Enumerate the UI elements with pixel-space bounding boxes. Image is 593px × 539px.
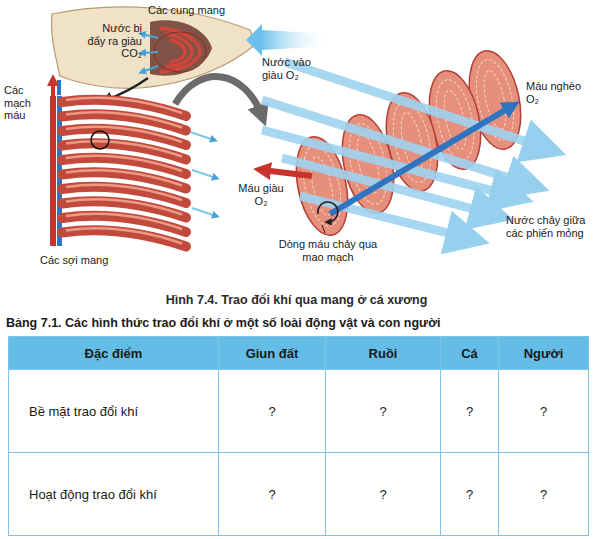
row-heading: Hoạt động trao đổi khí — [29, 487, 157, 502]
table-cell: ? — [498, 452, 589, 536]
column-heading: Giun đất — [246, 346, 299, 361]
table-cell: ? — [325, 452, 441, 536]
table-value: ? — [540, 487, 547, 502]
figure-label: Nước bị đẩy ra giàu CO₂ — [84, 22, 142, 60]
column-heading: Ruồi — [369, 346, 398, 361]
table-value: ? — [379, 487, 386, 502]
table-value: ? — [268, 487, 275, 502]
table-value: ? — [466, 404, 473, 419]
figure-label: Dòng máu chảy qua mao mạch — [272, 238, 384, 263]
table-cell: ? — [440, 369, 499, 453]
zoom-arrow — [175, 77, 262, 116]
table-value: ? — [268, 404, 275, 419]
table-cell: ? — [218, 369, 326, 453]
row-heading: Bề mặt trao đổi khí — [29, 404, 138, 419]
table-header-cell: Giun đất — [218, 336, 326, 370]
figure-label: Máu nghèo O₂ — [526, 80, 590, 105]
figure-label: Các sợi mang — [40, 254, 140, 267]
figure-label: Nước chảy giữa các phiến mỏng — [506, 214, 586, 239]
table-cell: ? — [325, 369, 441, 453]
figure-label: Máu giàu O₂ — [232, 182, 290, 207]
table-header-cell: Người — [498, 336, 589, 370]
table-cell: Bề mặt trao đổi khí — [8, 369, 219, 453]
table-value: ? — [466, 487, 473, 502]
table-cell: ? — [440, 452, 499, 536]
gill-lamellae — [262, 46, 545, 240]
table-value: ? — [379, 404, 386, 419]
figure-caption: Hình 7.4. Trao đổi khí qua mang ở cá xươ… — [0, 293, 593, 307]
table-cell: Hoạt động trao đổi khí — [8, 452, 219, 536]
column-heading: Người — [524, 346, 564, 361]
table-cell: ? — [498, 369, 589, 453]
table-value: ? — [540, 404, 547, 419]
table-cell: ? — [218, 452, 326, 536]
column-heading: Đặc điểm — [85, 346, 143, 361]
table-title: Bảng 7.1. Các hình thức trao đổi khí ở m… — [6, 316, 591, 330]
gill-filaments — [50, 80, 216, 247]
table-header-cell: Đặc điểm — [8, 336, 219, 370]
figure-label: Nước vào giàu O₂ — [262, 56, 324, 81]
figure-label: Các mạch máu — [4, 84, 46, 122]
table-header-cell: Ruồi — [325, 336, 441, 370]
column-heading: Cá — [461, 346, 478, 361]
figure-label: Các cung mang — [148, 4, 244, 17]
table-header-cell: Cá — [440, 336, 499, 370]
